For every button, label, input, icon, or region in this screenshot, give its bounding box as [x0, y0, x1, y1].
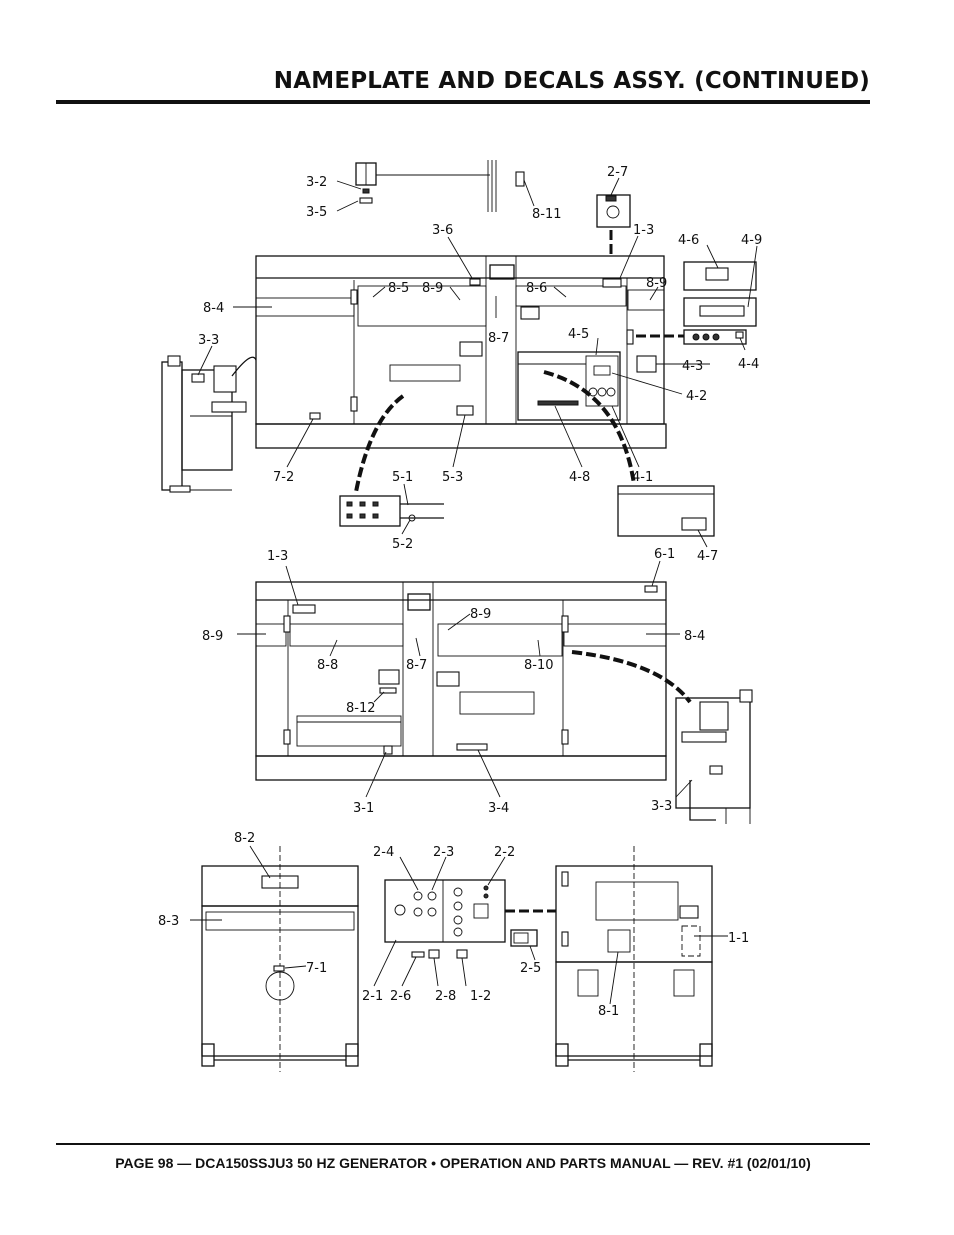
callout-8-9: 8-9: [422, 281, 443, 296]
callout-3-4: 3-4: [488, 801, 509, 816]
callout-4-5: 4-5: [568, 327, 589, 342]
footer-rule: [56, 1143, 870, 1145]
callout-4-2: 4-2: [686, 389, 707, 404]
detail-part-5-series: [339, 495, 444, 527]
callout-4-9: 4-9: [741, 233, 762, 248]
callout-5-3: 5-3: [442, 470, 463, 485]
callout-8-10: 8-10: [524, 658, 554, 673]
callout-2-1: 2-1: [362, 989, 383, 1004]
callout-8-3: 8-3: [158, 914, 179, 929]
callout-3-2: 3-2: [306, 175, 327, 190]
callout-8-6: 8-6: [526, 281, 547, 296]
callout-8-2: 8-2: [234, 831, 255, 846]
callout-8-1: 8-1: [598, 1004, 619, 1019]
engine-end-view-right: [675, 689, 753, 824]
callout-8-4: 8-4: [203, 301, 224, 316]
callout-2-8: 2-8: [435, 989, 456, 1004]
generator-side-view-1: [255, 255, 684, 493]
callout-5-2: 5-2: [392, 537, 413, 552]
callout-4-8: 4-8: [569, 470, 590, 485]
callout-2-5: 2-5: [520, 961, 541, 976]
callout-1-1: 1-1: [728, 931, 749, 946]
callout-8-11: 8-11: [532, 207, 562, 222]
callout-2-6: 2-6: [390, 989, 411, 1004]
generator-side-view-2: [255, 581, 692, 781]
callout-3-6: 3-6: [432, 223, 453, 238]
callout-8-7: 8-7: [488, 331, 509, 346]
callout-1-2: 1-2: [470, 989, 491, 1004]
callout-7-2: 7-2: [273, 470, 294, 485]
callout-2-7: 2-7: [607, 165, 628, 180]
callout-4-1: 4-1: [632, 470, 653, 485]
engine-end-view-left: [161, 355, 257, 493]
callout-2-4: 2-4: [373, 845, 394, 860]
page-footer: PAGE 98 — DCA150SSJU3 50 HZ GENERATOR • …: [115, 1155, 811, 1171]
callout-3-3: 3-3: [198, 333, 219, 348]
page-title: NAMEPLATE AND DECALS ASSY. (CONTINUED): [273, 68, 870, 94]
leader-lines: [190, 177, 758, 1005]
callout-8-8: 8-8: [317, 658, 338, 673]
callout-4-3: 4-3: [682, 359, 703, 374]
callout-4-7: 4-7: [697, 549, 718, 564]
callout-7-1: 7-1: [306, 961, 327, 976]
callout-3-1: 3-1: [353, 801, 374, 816]
callout-4-6: 4-6: [678, 233, 699, 248]
detail-part-8-11-post: [487, 160, 525, 212]
callout-3-5: 3-5: [306, 205, 327, 220]
title-rule: [56, 100, 870, 104]
callout-8-5: 8-5: [388, 281, 409, 296]
detail-part-4-7-box: [617, 485, 715, 537]
callout-labels: 3-2 3-5 8-11 2-7 1-3 3-6 4-6 4-9 8-4 8-5…: [158, 165, 762, 1019]
callout-2-2: 2-2: [494, 845, 515, 860]
callout-8-9: 8-9: [646, 276, 667, 291]
detail-part-2-7-switch: [596, 194, 631, 258]
generator-rear-view: [555, 846, 713, 1072]
decal-panels-4-series: [636, 261, 757, 373]
callout-3-3-lower: 3-3: [651, 799, 672, 814]
callout-1-3-lower: 1-3: [267, 549, 288, 564]
callout-8-9-lower-center: 8-9: [470, 607, 491, 622]
callout-4-4: 4-4: [738, 357, 759, 372]
callout-5-1: 5-1: [392, 470, 413, 485]
detail-part-3-2-bracket: [355, 162, 490, 204]
callout-1-3: 1-3: [633, 223, 654, 238]
callout-8-4-lower: 8-4: [684, 629, 705, 644]
callout-8-7-lower: 8-7: [406, 658, 427, 673]
generator-front-view: [201, 846, 359, 1072]
callout-8-9-lower-left: 8-9: [202, 629, 223, 644]
callout-2-3: 2-3: [433, 845, 454, 860]
callout-6-1: 6-1: [654, 547, 675, 562]
callout-8-12: 8-12: [346, 701, 376, 716]
